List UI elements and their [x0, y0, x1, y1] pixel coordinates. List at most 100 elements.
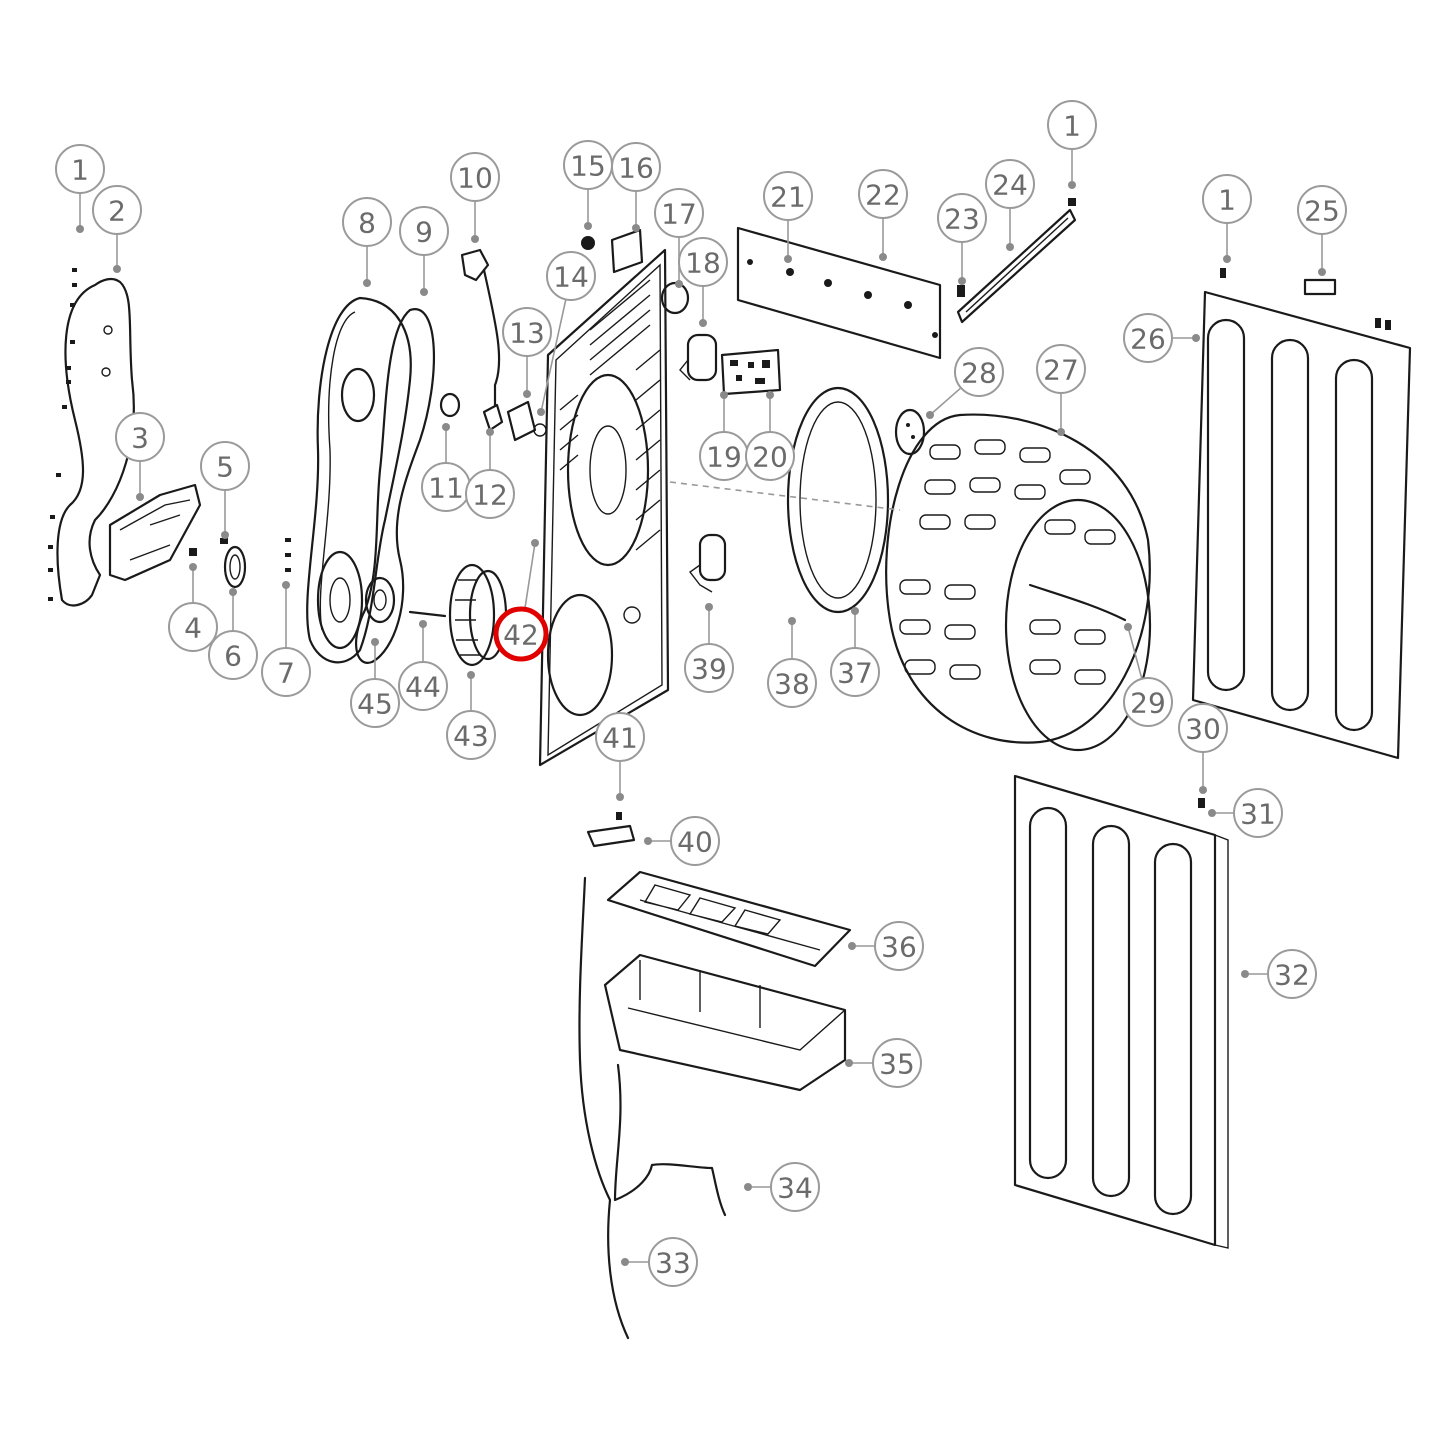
- part-11-nut: [439, 392, 461, 418]
- leader-dot-13: [523, 390, 531, 398]
- callout-28: 28: [954, 347, 1004, 397]
- part-39-valve: [688, 533, 727, 593]
- leader-dot-16: [632, 224, 640, 232]
- leader-dot-12: [486, 428, 494, 436]
- callout-label: 44: [405, 671, 441, 704]
- callout-bubble: [342, 197, 392, 247]
- leader-dot-8: [363, 279, 371, 287]
- callout-41: 41: [595, 712, 645, 762]
- callout-label: 18: [685, 247, 721, 280]
- callout-label: 23: [944, 203, 980, 236]
- leader-dot-35: [845, 1059, 853, 1067]
- callout-label: 2: [108, 195, 126, 228]
- part-7-screws: [285, 538, 291, 572]
- leader-dot-27: [1057, 428, 1065, 436]
- callout-27: 27: [1036, 344, 1086, 394]
- leader-line-29: [1127, 626, 1143, 680]
- leader-dot-31: [1208, 809, 1216, 817]
- callout-label: 40: [677, 826, 713, 859]
- part-24-rail: [956, 208, 1077, 324]
- leader-dot-6: [229, 588, 237, 596]
- callout-10: 10: [450, 152, 500, 202]
- leader-dot-33: [621, 1258, 629, 1266]
- callout-26: 26: [1123, 313, 1173, 363]
- callout-label: 20: [752, 441, 788, 474]
- callout-label: 27: [1043, 354, 1079, 387]
- leader-dot-28: [926, 411, 934, 419]
- callout-45: 45: [350, 678, 400, 728]
- callout-16: 16: [611, 142, 661, 192]
- callout-label: 4: [184, 612, 202, 645]
- callout-label: 24: [992, 169, 1028, 202]
- callout-bubble: [1036, 344, 1086, 394]
- callout-label: 1: [71, 154, 89, 187]
- callout-42: 42: [493, 606, 549, 662]
- leader-dot-9: [420, 288, 428, 296]
- callout-bubble: [1178, 703, 1228, 753]
- leader-dot-39: [705, 603, 713, 611]
- part-38-rear-seal: [799, 401, 877, 599]
- callout-label: 11: [428, 472, 464, 505]
- callout-label: 26: [1130, 323, 1166, 356]
- callout-label: 30: [1185, 713, 1221, 746]
- part-14-back-frame: [538, 248, 670, 767]
- callout-bubble: [1202, 174, 1252, 224]
- leader-dot-21: [784, 255, 792, 263]
- part-32-side-panel: [1013, 774, 1229, 1249]
- leader-dot-1: [1068, 181, 1076, 189]
- callout-bubble: [55, 144, 105, 194]
- part-33-drain-hose: [578, 876, 630, 1340]
- callout-4: 4: [168, 602, 218, 652]
- callout-bubble: [611, 142, 661, 192]
- leader-lines: [76, 149, 1326, 1266]
- callout-bubble: [168, 602, 218, 652]
- callout-label: 34: [777, 1172, 813, 1205]
- callout-label: 21: [770, 181, 806, 214]
- callout-bubble: [872, 1038, 922, 1088]
- leader-line-42: [523, 542, 536, 611]
- leader-dot-17: [675, 280, 683, 288]
- part-45-pulley: [364, 576, 396, 624]
- leader-dot-5: [221, 531, 229, 539]
- callout-15: 15: [563, 140, 613, 190]
- callout-bubble: [654, 188, 704, 238]
- callout-5: 5: [200, 441, 250, 491]
- callout-bubble: [261, 647, 311, 697]
- leader-dot-20: [766, 391, 774, 399]
- part-9-belt: [355, 308, 436, 664]
- leader-dot-45: [371, 638, 379, 646]
- callout-34: 34: [770, 1162, 820, 1212]
- callout-bubble: [115, 412, 165, 462]
- part-36-filter: [606, 870, 852, 968]
- callout-label: 28: [961, 357, 997, 390]
- part-35-condenser-tray: [603, 953, 847, 1092]
- callout-35: 35: [872, 1038, 922, 1088]
- leader-line-28: [929, 387, 962, 416]
- callout-bubble: [502, 307, 552, 357]
- leader-dot-1: [1223, 255, 1231, 263]
- leader-dot-24: [1006, 243, 1014, 251]
- part-1-screw-top: [1068, 198, 1076, 206]
- callout-bubble: [1123, 677, 1173, 727]
- leader-dot-3: [136, 493, 144, 501]
- part-19-20-control-board: [720, 348, 782, 396]
- part-10-power-cord: [460, 248, 501, 407]
- part-6-gear: [223, 545, 247, 589]
- callout-13: 13: [502, 307, 552, 357]
- callout-19: 19: [699, 431, 749, 481]
- callout-bubble: [937, 193, 987, 243]
- leader-dot-11: [442, 423, 450, 431]
- callout-25: 25: [1297, 185, 1347, 235]
- part-3-air-duct: [108, 483, 202, 582]
- callout-6: 6: [208, 630, 258, 680]
- callout-bubble: [1267, 949, 1317, 999]
- callout-label: 38: [774, 668, 810, 701]
- callout-18: 18: [678, 237, 728, 287]
- leader-dot-32: [1241, 970, 1249, 978]
- part-21-22-top-panel: [736, 226, 942, 360]
- callout-bubble: [465, 469, 515, 519]
- callout-label: 37: [837, 657, 873, 690]
- callout-bubble: [1123, 313, 1173, 363]
- callout-label: 35: [879, 1048, 915, 1081]
